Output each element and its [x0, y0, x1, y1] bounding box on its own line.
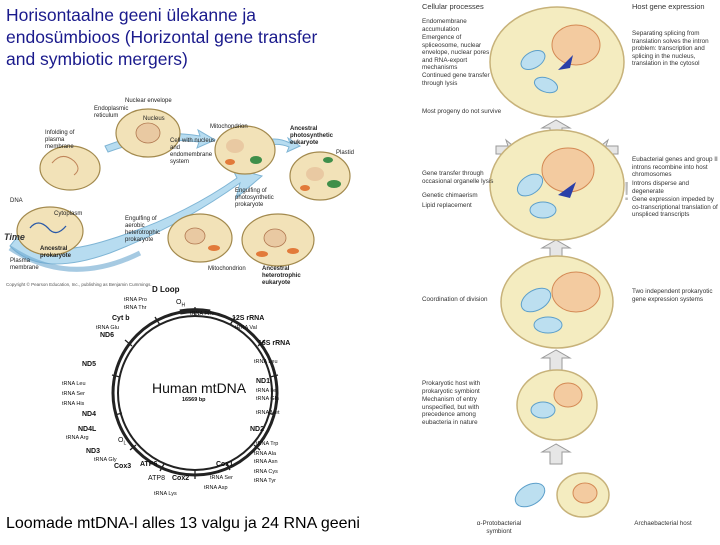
- text-mechanism-entry: Mechanism of entry unspecified, but with…: [422, 396, 480, 426]
- label-er: Endoplasmic reticulum: [94, 106, 129, 119]
- text-coordination: Coordination of division: [422, 296, 488, 303]
- label-ancestral-prokaryote: Ancestral prokaryote: [40, 246, 72, 259]
- trna-met: tRNA Met: [256, 410, 280, 416]
- label-plastid: Plastid: [336, 150, 355, 156]
- trna-asn: tRNA Asn: [254, 459, 278, 465]
- text-eubacterial-genes: Eubacterial genes and group II introns r…: [632, 156, 718, 178]
- mtdna-circle-drawing: [111, 307, 279, 479]
- label-nuclear-envelope: Nuclear envelope: [125, 98, 172, 104]
- trna-arg: tRNA Arg: [66, 435, 89, 441]
- trna-trp: tRNA Trp: [256, 441, 279, 447]
- mtdna-center-size: 16569 bp: [182, 397, 206, 403]
- gene-12s-rrna: 12S rRNA: [232, 315, 265, 322]
- text-continued-transfer: Continued gene transfer through lysis: [422, 72, 490, 87]
- text-gene-transfer-lysis: Gene transfer through occasional organel…: [422, 170, 494, 185]
- trna-gln: tRNA Gln: [256, 396, 279, 402]
- trna-gly: tRNA Gly: [94, 457, 117, 463]
- gene-nd6: ND6: [100, 332, 115, 339]
- trna-tyr: tRNA Tyr: [254, 478, 276, 484]
- trna-pro: tRNA Pro: [124, 297, 147, 303]
- trna-glu: tRNA Glu: [96, 325, 119, 331]
- label-protobacterial-symbiont: α-Protobacterial symbiont: [476, 520, 522, 535]
- gene-nd3: ND3: [86, 448, 101, 455]
- trna-cys: tRNA Cys: [254, 469, 278, 475]
- trna-ser-2: tRNA Ser: [210, 475, 233, 481]
- mtdna-center-title: Human mtDNA: [152, 380, 247, 396]
- trna-phe: tRNA Phe: [190, 311, 215, 317]
- gene-cox2: Cox2: [172, 475, 190, 482]
- slide-caption: Loomade mtDNA-l alles 13 valgu ja 24 RNA…: [6, 515, 360, 532]
- text-lipid-replacement: Lipid replacement: [422, 202, 472, 209]
- label-ancestral-heterotrophic: Ancestral heterotrophic eukaryote: [262, 266, 301, 286]
- svg-text:!: !: [623, 176, 630, 206]
- text-introns-disperse: Introns disperse and degenerate: [632, 180, 690, 195]
- label-engulfing-aerobic: Engulfing of aerobic heterotrophic proka…: [125, 216, 161, 243]
- text-endomembrane: Endomembrane accumulation: [422, 18, 467, 33]
- label-mitochondrion-bottom: Mitochondrion: [208, 266, 246, 272]
- gene-16s-rrna: 16S rRNA: [258, 340, 291, 347]
- text-two-systems: Two independent prokaryotic gene express…: [632, 288, 713, 303]
- text-separating-splicing: Separating splicing from translation sol…: [632, 30, 709, 67]
- copyright-text: Copyright © Pearson Education, Inc., pub…: [6, 282, 152, 287]
- label-infolding: Infolding of plasma membrane: [45, 130, 75, 150]
- mtdna-origin-h: OH: [176, 299, 186, 309]
- eukaryogenesis-drawing: !: [489, 6, 630, 518]
- trna-lys: tRNA Lys: [154, 491, 177, 497]
- text-spliceosome: Emergence of spliceosome, nuclear envelo…: [422, 34, 490, 71]
- mtdna-map: Human mtDNA 16569 bp D Loop OH OL tRNA P…: [60, 285, 330, 515]
- text-most-progeny: Most progeny do not survive: [422, 108, 502, 115]
- gene-cytb: Cyt b: [112, 315, 130, 322]
- mtdna-dloop: D Loop: [152, 285, 180, 294]
- gene-cox3: Cox3: [114, 463, 132, 470]
- label-cytoplasm: Cytoplasm: [54, 211, 83, 217]
- trna-val: tRNA Val: [235, 325, 257, 331]
- gene-nd2: ND2: [250, 426, 265, 433]
- gene-nd5: ND5: [82, 361, 97, 368]
- gene-nd4: ND4: [82, 411, 97, 418]
- label-dna: DNA: [10, 198, 23, 204]
- gene-atp8: ATP8: [148, 475, 165, 482]
- text-genetic-chimaerism: Genetic chimaerism: [422, 192, 478, 199]
- endosymbiosis-diagram: Nuclear envelope Endoplasmic reticulum N…: [0, 88, 360, 288]
- header-host-gene-expression: Host gene expression: [632, 2, 705, 11]
- text-gene-expression-impeded: Gene expression impeded by co-transcript…: [632, 196, 718, 218]
- label-cell-nucleus: Cell with nucleus and endomembrane syste…: [170, 138, 216, 165]
- mtdna-origin-l: OL: [118, 437, 127, 447]
- label-nucleus: Nucleus: [143, 116, 165, 122]
- endosymbiosis-drawing: [8, 108, 351, 272]
- gene-nd4l: ND4L: [78, 426, 97, 433]
- trna-asp: tRNA Asp: [204, 485, 228, 491]
- label-engulfing-photosynthetic: Engulfing of photosynthetic prokaryote: [235, 188, 274, 208]
- trna-ala: tRNA Ala: [254, 451, 277, 457]
- label-plasma-membrane: Plasma membrane: [10, 258, 39, 271]
- label-ancestral-photosynthetic: Ancestral photosynthetic eukaryote: [290, 126, 333, 146]
- gene-cox1: Cox1: [216, 461, 234, 468]
- eukaryogenesis-figure: ! Cellular processes Host gene expressio…: [418, 0, 720, 540]
- trna-ser-1: tRNA Ser: [62, 391, 85, 397]
- gene-nd1: ND1: [256, 378, 271, 385]
- label-mitochondrion-top: Mitochondrion: [210, 124, 248, 130]
- gene-atp6: ATP6: [140, 461, 158, 468]
- header-cellular-processes: Cellular processes: [422, 2, 484, 11]
- text-prokaryotic-host: Prokaryotic host with prokaryotic symbio…: [422, 380, 481, 395]
- trna-leu-2: tRNA Leu: [62, 381, 86, 387]
- trna-leu-1: tRNA Leu: [254, 359, 278, 365]
- trna-his: tRNA His: [62, 401, 85, 407]
- label-archaebacterial-host: Archaebacterial host: [634, 520, 692, 527]
- label-time: Time: [4, 232, 25, 242]
- trna-ile: tRNA Ile: [256, 388, 277, 394]
- trna-thr: tRNA Thr: [124, 305, 147, 311]
- slide-title: Horisontaalne geeni ülekanne ja endosümb…: [6, 5, 318, 69]
